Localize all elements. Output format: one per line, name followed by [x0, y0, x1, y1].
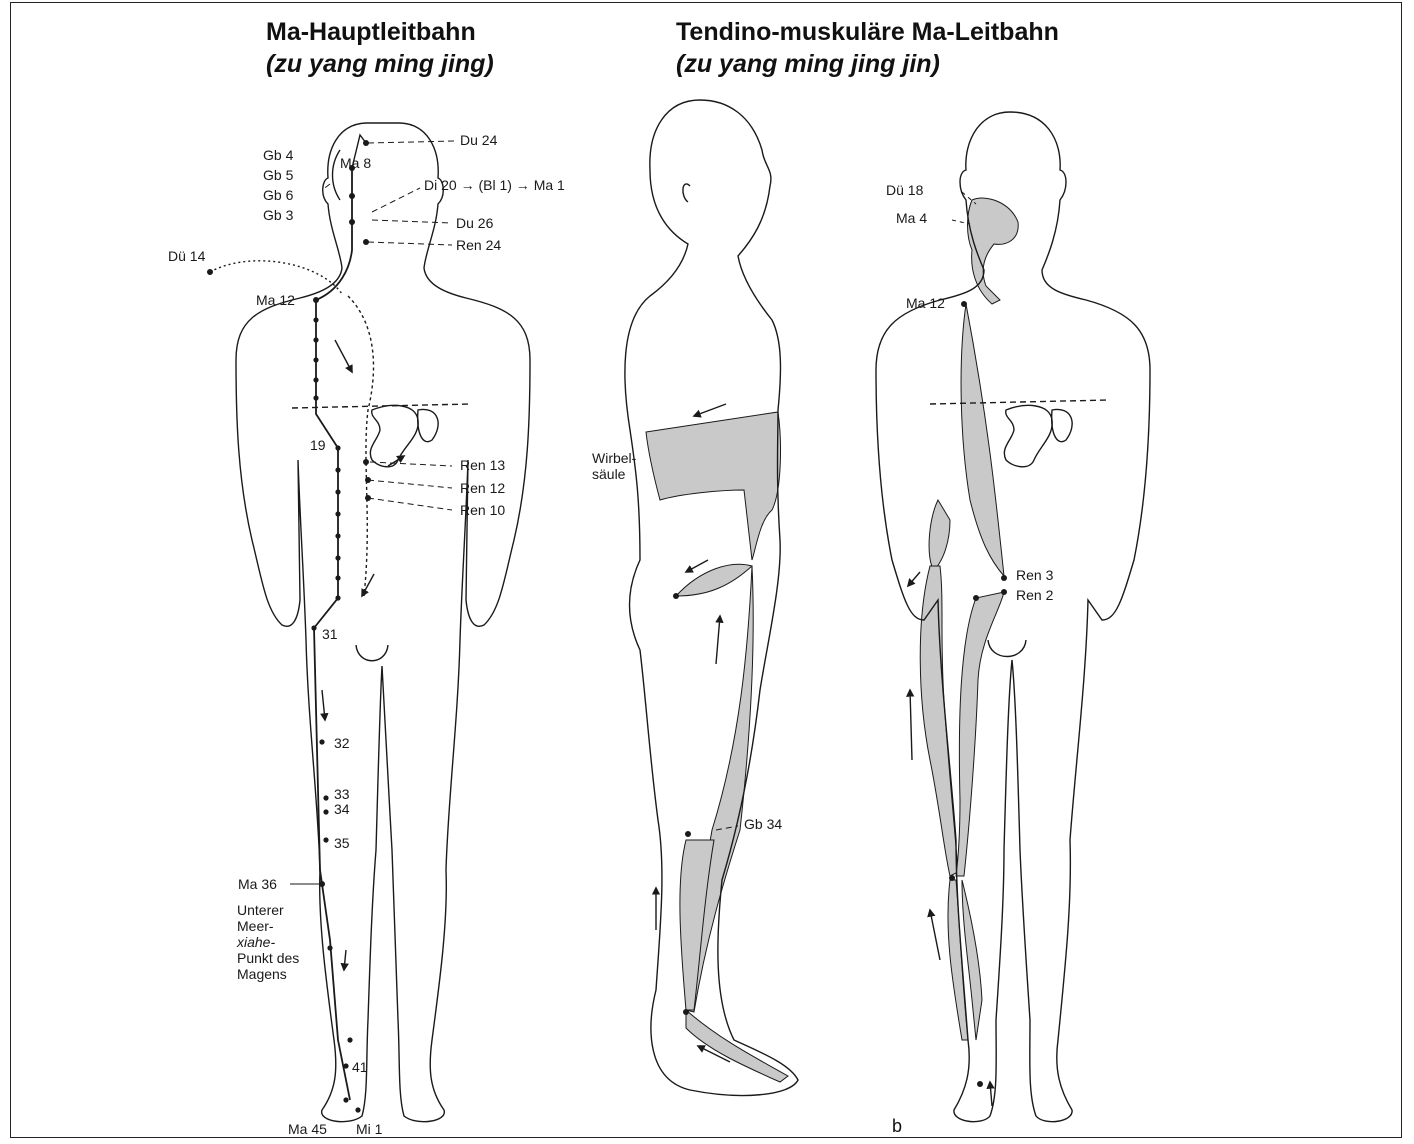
arrow-foot-fig3 — [990, 1082, 992, 1106]
arrow-thigh-fig2 — [716, 616, 720, 664]
diaphragm-fig3 — [930, 400, 1110, 404]
label-31: 31 — [322, 627, 338, 641]
arrow-shin-fig1 — [344, 950, 346, 970]
muscle-region-foot — [686, 1010, 788, 1082]
label-lower-sea-2: Meer- — [237, 918, 274, 934]
arrow-hip-fig2 — [686, 560, 708, 572]
label-lower-sea-4: Punkt des — [237, 950, 299, 966]
body-outline-fig2 — [625, 100, 798, 1095]
label-gb3: Gb 3 — [263, 208, 293, 222]
front-body-sinew-channel — [876, 112, 1150, 1122]
ear-fig2 — [683, 184, 690, 202]
label-35: 35 — [334, 836, 350, 850]
muscle-region-thigh-outer — [920, 566, 958, 876]
arrow-thigh-fig1 — [322, 690, 325, 720]
muscle-region-shin-fig3 — [948, 880, 982, 1040]
channel-inner-branch-fig1 — [348, 296, 374, 596]
leader-lines-fig1 — [322, 141, 456, 510]
muscle-region-hip — [676, 564, 752, 596]
arrow-shin-fig3 — [930, 910, 940, 960]
stomach-fig1 — [370, 405, 418, 466]
label-ma12-fig3: Ma 12 — [906, 296, 945, 310]
label-ma36: Ma 36 — [238, 877, 277, 891]
panel-letter: b — [892, 1116, 902, 1137]
arrow-thigh-fig3 — [910, 690, 912, 760]
arrow-waist-fig2 — [694, 404, 726, 416]
muscle-region-back — [646, 412, 780, 560]
groin-fig1 — [356, 645, 388, 661]
right-subtitle: (zu yang ming jing jin) — [676, 52, 940, 77]
right-title: Tendino-muskuläre Ma-Leitbahn — [676, 20, 1059, 45]
label-lower-sea-5: Magens — [237, 966, 287, 982]
left-title: Ma-Hauptleitbahn — [266, 20, 476, 45]
muscle-region-thigh-inner — [956, 592, 1004, 876]
label-di20-chain: Di 20 → (Bl 1) → Ma 1 — [424, 178, 565, 192]
label-lower-sea-1: Unterer — [237, 902, 284, 918]
arrow-stomach-fig1 — [388, 456, 404, 466]
arrow-hip-fig3 — [908, 572, 920, 586]
label-du26: Du 26 — [456, 216, 493, 230]
label-mi1: Mi 1 — [356, 1122, 382, 1136]
label-lower-sea-3: xiahe- — [237, 934, 275, 950]
label-gb6: Gb 6 — [263, 188, 293, 202]
label-ren12: Ren 12 — [460, 481, 505, 495]
left-subtitle: (zu yang ming jing) — [266, 52, 494, 77]
label-19: 19 — [310, 438, 326, 452]
stomach-lobe-fig3 — [1052, 409, 1072, 441]
muscle-region-torso-left — [929, 500, 950, 570]
label-ma8: Ma 8 — [340, 156, 371, 170]
label-ren10: Ren 10 — [460, 503, 505, 517]
label-spine-2: säule — [592, 466, 625, 482]
label-34: 34 — [334, 802, 350, 816]
label-32: 32 — [334, 736, 350, 750]
label-du24: Du 24 — [460, 133, 497, 147]
label-spine-1: Wirbel- — [592, 450, 636, 466]
muscle-region-torso-long — [961, 304, 1004, 576]
label-gb5: Gb 5 — [263, 168, 293, 182]
stomach-fig3 — [1004, 405, 1052, 466]
label-ma4: Ma 4 — [896, 211, 927, 225]
side-body-sinew-channel — [625, 100, 798, 1095]
label-ma12-fig1: Ma 12 — [256, 293, 295, 307]
label-ren2: Ren 2 — [1016, 588, 1053, 602]
label-ren3: Ren 3 — [1016, 568, 1053, 582]
body-outline-fig3 — [876, 112, 1150, 1122]
du14-branch-fig1 — [210, 261, 342, 294]
arrow-abdomen-fig1 — [362, 574, 374, 596]
groin-fig3 — [988, 640, 1026, 657]
label-33: 33 — [334, 787, 350, 801]
label-gb4: Gb 4 — [263, 148, 293, 162]
label-ma45: Ma 45 — [288, 1122, 327, 1136]
arrow-chest-fig1 — [335, 340, 352, 372]
label-41: 41 — [352, 1060, 368, 1074]
label-ren24: Ren 24 — [456, 238, 501, 252]
label-gb34: Gb 34 — [744, 817, 782, 831]
label-ren13: Ren 13 — [460, 458, 505, 472]
stomach-lobe-fig1 — [418, 409, 438, 441]
label-du18: Dü 18 — [886, 183, 923, 197]
label-du14: Dü 14 — [168, 249, 205, 263]
